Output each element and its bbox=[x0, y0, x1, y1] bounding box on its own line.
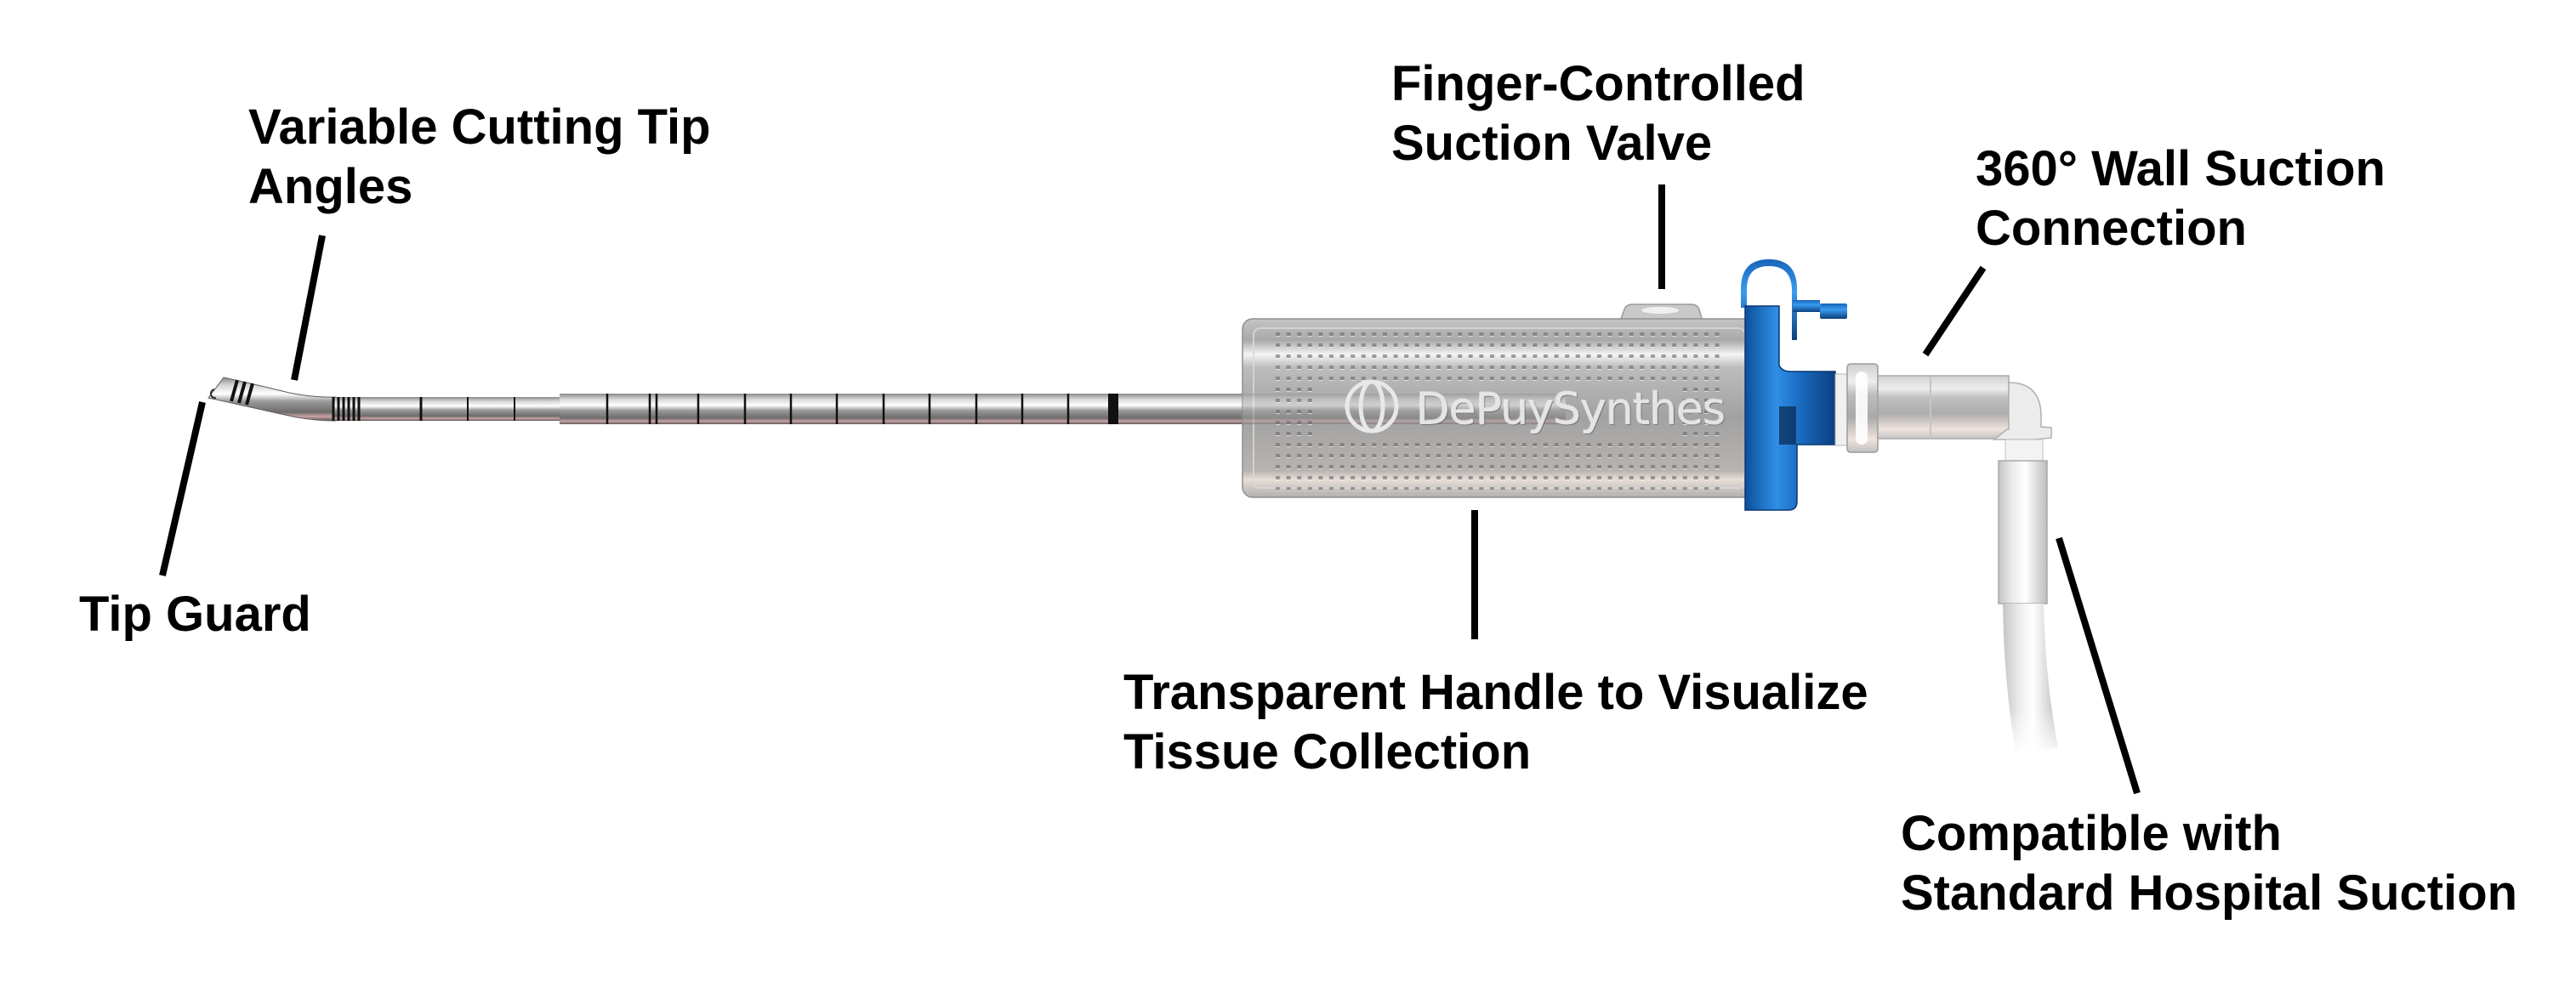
thin-shaft bbox=[334, 397, 561, 421]
thick-shaft-marks bbox=[606, 394, 1070, 424]
leader-wall-suction bbox=[1922, 265, 1987, 357]
callout-line: Compatible with bbox=[1901, 806, 2282, 861]
callout-line: Suction Valve bbox=[1391, 116, 1713, 171]
leader-lines bbox=[159, 184, 2141, 795]
callout-line: 360° Wall Suction bbox=[1976, 141, 2386, 196]
callout-line: Standard Hospital Suction bbox=[1901, 865, 2518, 921]
cutting-tip bbox=[208, 377, 337, 422]
brand-logo-text: DePuySynthes bbox=[1416, 384, 1726, 435]
wall-suction-connector bbox=[1834, 363, 2075, 757]
clear-connector-tube bbox=[1877, 375, 2010, 440]
callout-line: Connection bbox=[1976, 201, 2247, 256]
callout-variable-cutting-tip-angles: Variable Cutting Tip Angles bbox=[248, 98, 711, 217]
callout-360-wall-suction-connection: 360° Wall Suction Connection bbox=[1976, 139, 2386, 258]
callout-tip-guard: Tip Guard bbox=[79, 585, 311, 644]
callout-line: Transparent Handle to Visualize bbox=[1123, 665, 1868, 720]
grip-texture-left bbox=[1273, 385, 1317, 440]
shaft-depth-band bbox=[1108, 394, 1118, 424]
brand-logo-icon bbox=[1345, 379, 1399, 434]
callout-line: Tip Guard bbox=[79, 587, 311, 642]
end-cap bbox=[1741, 259, 1847, 511]
callout-line: Variable Cutting Tip bbox=[248, 99, 711, 155]
callout-line: Finger-Controlled bbox=[1391, 56, 1805, 111]
leader-tip-angles bbox=[291, 235, 326, 381]
tip-guard-hook bbox=[209, 389, 217, 400]
tubing-sleeve bbox=[1998, 460, 2048, 604]
transparent-handle bbox=[1242, 303, 1754, 498]
leader-compatible bbox=[2056, 536, 2141, 795]
grip-texture-right bbox=[1680, 385, 1724, 440]
thin-shaft-marks bbox=[332, 397, 515, 421]
tip-bands bbox=[230, 379, 254, 406]
callout-transparent-handle: Transparent Handle to Visualize Tissue C… bbox=[1123, 663, 1868, 782]
grip-texture-top bbox=[1273, 330, 1724, 385]
callout-line: Tissue Collection bbox=[1123, 724, 1532, 780]
callout-finger-controlled-suction-valve: Finger-Controlled Suction Valve bbox=[1391, 54, 1805, 173]
callout-compatible-hospital-suction: Compatible with Standard Hospital Suctio… bbox=[1901, 804, 2517, 923]
elbow-fitting bbox=[1992, 382, 2052, 440]
leader-tip-guard bbox=[159, 401, 206, 576]
shaft bbox=[208, 377, 1245, 424]
callout-line: Angles bbox=[248, 159, 413, 214]
grip-texture-bottom bbox=[1273, 440, 1724, 490]
thick-shaft bbox=[560, 394, 1245, 424]
